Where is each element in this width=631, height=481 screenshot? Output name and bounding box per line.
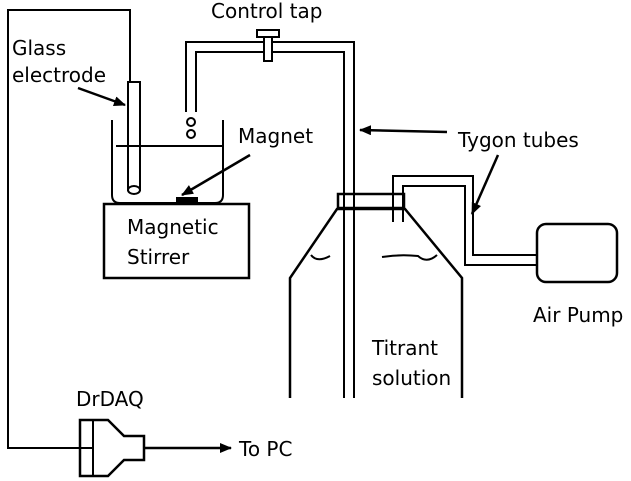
tube-in-bottle [343, 194, 355, 398]
label-magnet: Magnet [238, 124, 313, 148]
label-to-pc: To PC [238, 437, 292, 461]
magnetic-stirrer [102, 202, 251, 280]
label-magnetic: Magnetic [127, 215, 219, 239]
label-titrant: Titrant [371, 336, 438, 360]
air-pump [535, 222, 619, 284]
air-tube [392, 175, 537, 266]
glass-electrode [127, 81, 141, 195]
label-stirrer: Stirrer [127, 245, 190, 269]
label-drdaq: DrDAQ [76, 387, 144, 411]
tygon-arrow-1 [359, 125, 448, 136]
drdaq-logger [78, 418, 146, 478]
label-solution: solution [372, 366, 451, 390]
electrode-arrow [77, 86, 126, 107]
magnet-arrow [181, 153, 251, 197]
label-air-pump: Air Pump [533, 303, 623, 327]
label-electrode: electrode [12, 63, 106, 87]
label-control-tap: Control tap [211, 0, 322, 23]
bubbles [186, 117, 196, 139]
electrode-cable [7, 9, 131, 449]
label-tygon-tubes: Tygon tubes [457, 128, 579, 152]
tygon-arrow-2 [470, 154, 500, 215]
control-tap[interactable] [256, 29, 280, 62]
magnet [176, 197, 198, 203]
label-glass: Glass [12, 36, 66, 60]
